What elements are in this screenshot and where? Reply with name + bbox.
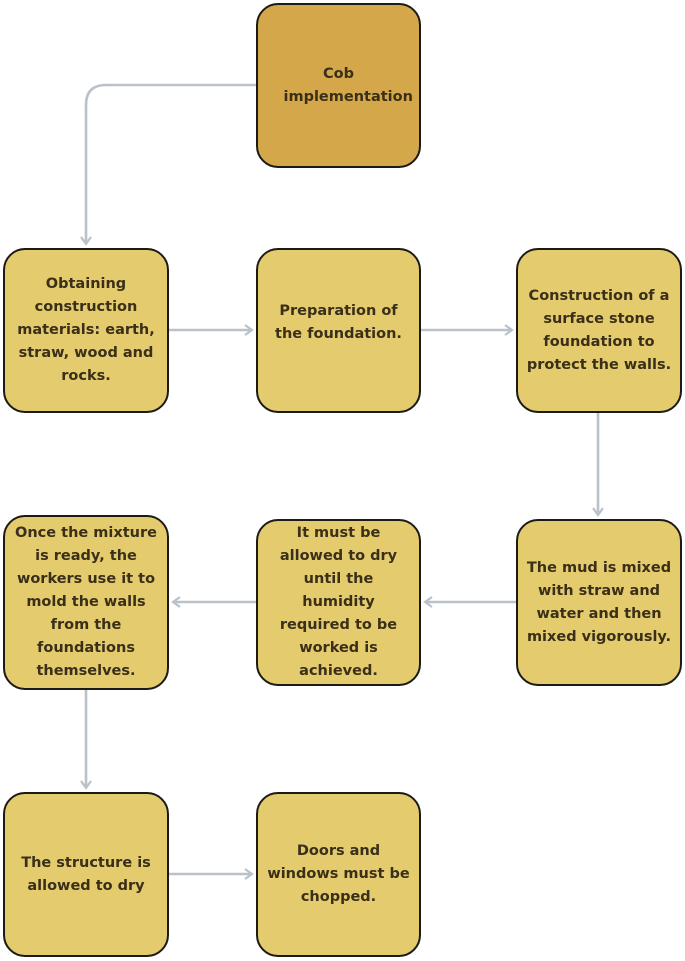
node-cob-implementation: Cob implementation bbox=[256, 3, 421, 168]
node-obtaining-materials: Obtaining construction materials: earth,… bbox=[3, 248, 169, 413]
node-label: The structure is allowed to dry bbox=[21, 854, 151, 894]
edge-n0-n1 bbox=[80, 83, 256, 246]
node-label: The mud is mixed with straw and water an… bbox=[526, 559, 672, 645]
node-structure-dry: The structure is allowed to dry bbox=[3, 792, 169, 957]
node-label: Obtaining construction materials: earth,… bbox=[17, 276, 155, 384]
node-preparation-foundation: Preparation of the foundation. bbox=[256, 248, 421, 413]
node-mud-mixed: The mud is mixed with straw and water an… bbox=[516, 519, 682, 686]
node-label: Cob implementation bbox=[283, 65, 413, 105]
node-doors-windows: Doors and windows must be chopped. bbox=[256, 792, 421, 957]
node-mold-walls: Once the mixture is ready, the workers u… bbox=[3, 515, 169, 690]
node-label: Once the mixture is ready, the workers u… bbox=[15, 525, 157, 679]
node-label: Preparation of the foundation. bbox=[275, 302, 402, 342]
node-label: It must be allowed to dry until the humi… bbox=[279, 525, 398, 679]
node-allowed-to-dry-humidity: It must be allowed to dry until the humi… bbox=[256, 519, 421, 686]
node-label: Doors and windows must be chopped. bbox=[267, 843, 410, 905]
node-label: Construction of a surface stone foundati… bbox=[526, 287, 672, 373]
node-stone-foundation: Construction of a surface stone foundati… bbox=[516, 248, 682, 413]
